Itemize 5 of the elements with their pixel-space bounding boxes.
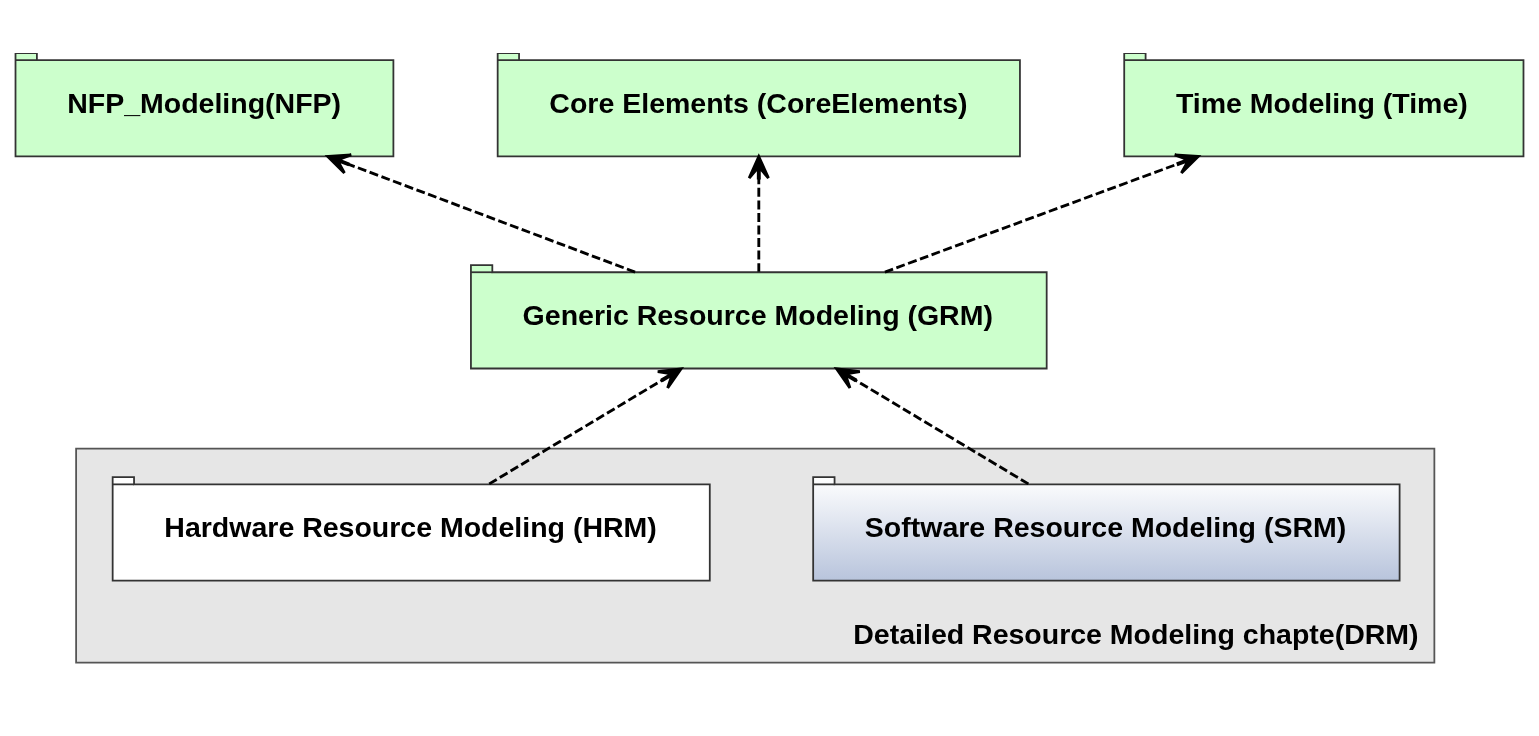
arrow — [747, 154, 770, 272]
arrow — [326, 153, 636, 273]
arrow — [835, 366, 1030, 485]
arrow — [488, 366, 683, 485]
arrow — [884, 152, 1200, 273]
